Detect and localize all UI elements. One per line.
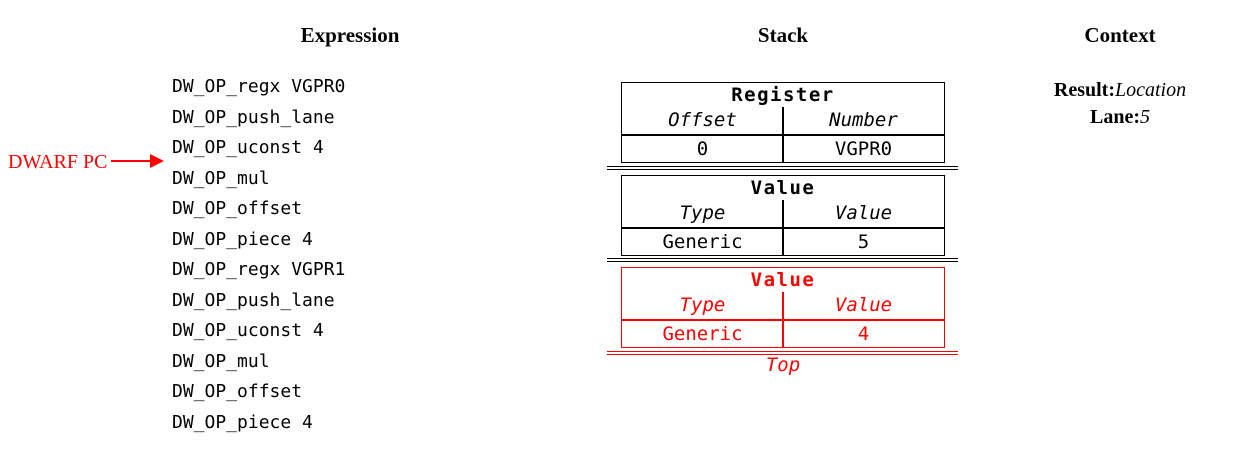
stack-entry-title: Value	[750, 269, 816, 291]
dwarf-pc-label: DWARF PC	[8, 151, 108, 173]
type-header: Type	[679, 202, 726, 224]
stack-entry-title: Register	[731, 84, 835, 106]
stack-top-label: Top	[765, 354, 801, 376]
column-divider	[782, 107, 784, 162]
result-label: Result:	[1053, 79, 1115, 101]
column-divider	[782, 200, 784, 255]
expression-op: DW_OP_mul	[172, 350, 270, 372]
stack-top-separator	[607, 351, 958, 355]
number-value: VGPR0	[834, 138, 893, 160]
context-column-header: Context	[1084, 23, 1156, 47]
value-value: 4	[857, 323, 870, 345]
expression-op: DW_OP_offset	[172, 198, 303, 219]
expression-column-header: Expression	[300, 23, 400, 47]
stack-entry-value-4-highlighted: Value Type Value Generic 4	[621, 267, 945, 348]
expression-op: DW_OP_uconst 4	[172, 137, 324, 158]
expression-op: DW_OP_offset	[172, 381, 303, 402]
expression-op: DW_OP_regx VGPR1	[172, 259, 346, 280]
column-divider	[782, 292, 784, 347]
context-lane-line: Lane:5	[1090, 106, 1150, 128]
type-header: Type	[679, 294, 726, 316]
type-value: Generic	[662, 323, 743, 345]
pc-arrow-icon	[111, 160, 153, 162]
number-header: Number	[829, 109, 898, 131]
stack-entry-register: Register Offset Number 0 VGPR0	[621, 82, 945, 163]
stack-entry-value-row: Generic 5	[622, 229, 944, 255]
stack-entry-value-row: Generic 4	[622, 321, 944, 347]
value-value: 5	[857, 231, 870, 253]
offset-header: Offset	[668, 109, 737, 131]
context-result-line: Result:Location	[1054, 79, 1186, 101]
lane-label: Lane:	[1090, 106, 1140, 128]
expression-op: DW_OP_push_lane	[172, 289, 335, 311]
expression-op: DW_OP_piece 4	[172, 228, 313, 250]
expression-op: DW_OP_push_lane	[172, 106, 335, 128]
lane-value: 5	[1140, 106, 1150, 128]
value-header: Value	[834, 294, 893, 316]
stack-column-header: Stack	[757, 23, 809, 47]
expression-op: DW_OP_uconst 4	[172, 320, 324, 341]
value-header: Value	[834, 202, 893, 224]
offset-value: 0	[696, 138, 709, 160]
stack-entry-value-row: 0 VGPR0	[622, 136, 944, 162]
result-value: Location	[1114, 79, 1187, 101]
expression-op: DW_OP_piece 4	[172, 411, 313, 433]
stack-entry-value-5: Value Type Value Generic 5	[621, 175, 945, 256]
type-value: Generic	[662, 231, 743, 253]
pc-arrowhead-icon	[150, 154, 164, 168]
stack-entry-title: Value	[750, 177, 816, 199]
expression-list: DW_OP_regx VGPR0 DW_OP_push_lane DW_OP_u…	[172, 72, 345, 438]
expression-op: DW_OP_mul	[172, 167, 270, 189]
stack-entry-separator	[607, 258, 958, 262]
stack-entry-separator	[607, 166, 958, 170]
expression-op: DW_OP_regx VGPR0	[172, 76, 346, 97]
